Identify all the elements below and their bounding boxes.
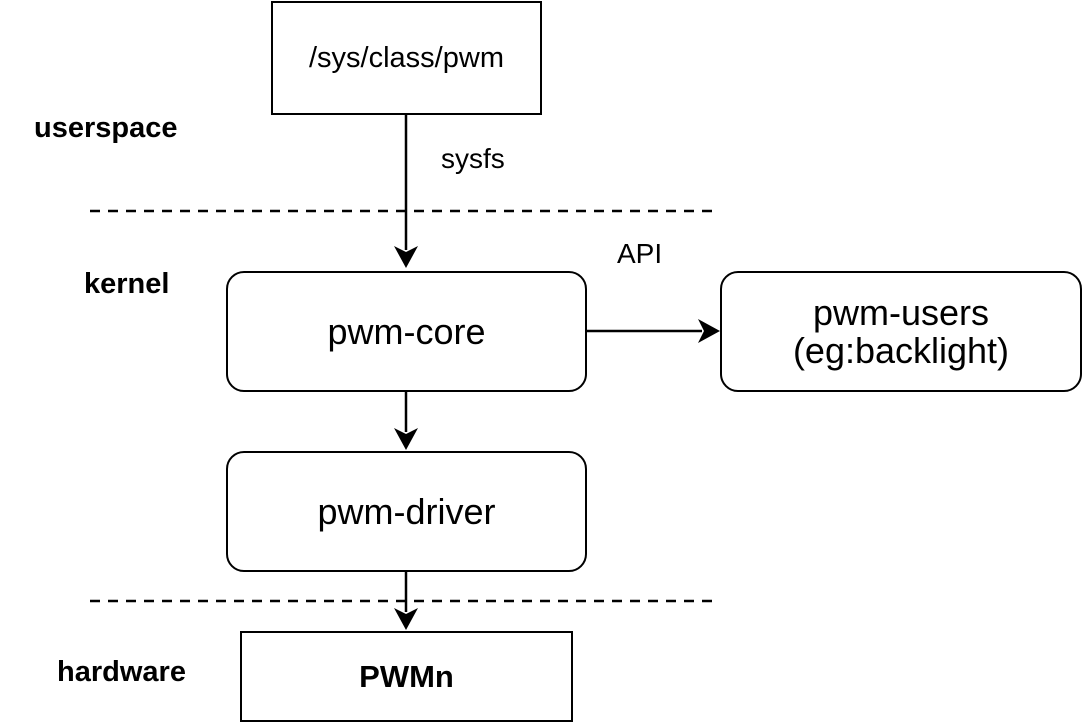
layer-label-hardware: hardware xyxy=(57,656,186,688)
node-pwm-users: pwm-users (eg:backlight) xyxy=(720,271,1082,392)
arrow-driver-to-pwmn-head xyxy=(394,608,418,630)
edge-label-sysfs: sysfs xyxy=(441,143,505,174)
node-pwmn-label: PWMn xyxy=(359,658,454,694)
layer-label-kernel: kernel xyxy=(84,268,170,300)
layer-label-userspace: userspace xyxy=(34,112,178,144)
node-pwm-users-example: (eg:backlight) xyxy=(792,329,1010,371)
node-sys-class-pwm-label: /sys/class/pwm xyxy=(309,41,504,74)
node-pwm-driver: pwm-driver xyxy=(226,451,587,572)
node-pwm-core: pwm-core xyxy=(226,271,587,392)
node-pwm-driver-label: pwm-driver xyxy=(317,490,496,532)
arrow-sysfs-to-core-head xyxy=(394,246,418,268)
node-pwm-users-label: pwm-users xyxy=(812,291,990,333)
arrow-core-to-driver-head xyxy=(394,428,418,450)
arrow-core-to-users-head xyxy=(698,319,720,343)
node-pwmn: PWMn xyxy=(240,631,573,722)
node-sys-class-pwm: /sys/class/pwm xyxy=(271,1,542,115)
node-pwm-core-label: pwm-core xyxy=(327,310,486,352)
edge-label-api: API xyxy=(617,238,663,269)
